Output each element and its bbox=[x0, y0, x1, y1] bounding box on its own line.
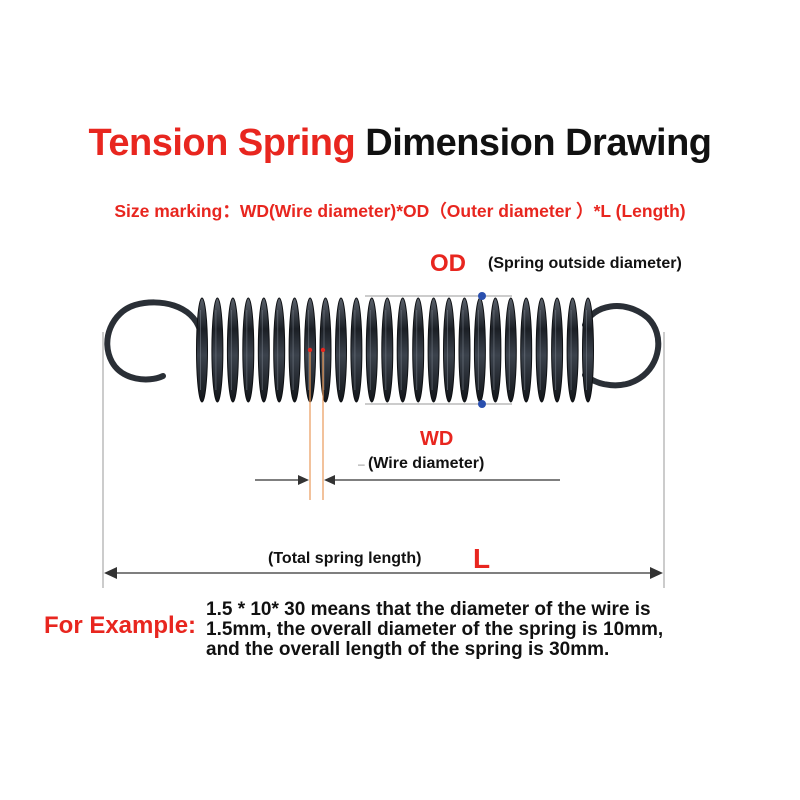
spring-coil bbox=[350, 297, 363, 403]
spring-coil bbox=[257, 297, 270, 403]
spring-coils bbox=[196, 297, 594, 403]
spring-coil bbox=[473, 297, 486, 403]
spring-coil bbox=[489, 297, 502, 403]
spring-coil bbox=[226, 297, 239, 403]
od-label: OD bbox=[430, 250, 466, 277]
example-line-2: 1.5mm, the overall diameter of the sprin… bbox=[206, 619, 664, 640]
spring-coil bbox=[196, 297, 208, 403]
spring-coil bbox=[242, 297, 255, 403]
example-label: For Example: bbox=[44, 612, 197, 639]
spring-coil bbox=[335, 297, 347, 403]
spring-coil bbox=[273, 297, 286, 403]
spring-coil bbox=[288, 297, 301, 403]
wd-right-arrowhead bbox=[324, 475, 335, 485]
wd-desc: (Wire diameter) bbox=[368, 455, 484, 472]
spring-coil bbox=[535, 297, 548, 403]
spring-coil bbox=[211, 297, 224, 403]
example-text: 1.5 * 10* 30 means that the diameter of … bbox=[206, 600, 663, 660]
spring-coil bbox=[458, 297, 471, 403]
example-line-3: and the overall length of the spring is … bbox=[206, 639, 610, 660]
right-hook bbox=[582, 303, 662, 389]
wd-dash: – bbox=[358, 457, 365, 471]
spring-coil bbox=[504, 297, 517, 403]
wd-left-arrowhead bbox=[298, 475, 309, 485]
wd-left-dot bbox=[307, 347, 313, 353]
title-black-part: Dimension Drawing bbox=[365, 122, 712, 164]
spring-coil bbox=[443, 297, 455, 403]
spring-coil bbox=[520, 297, 533, 403]
spring-coil bbox=[566, 297, 579, 403]
example-line-1: 1.5 * 10* 30 means that the diameter of … bbox=[206, 599, 651, 620]
od-desc: (Spring outside diameter) bbox=[488, 255, 682, 272]
spring-coil bbox=[365, 297, 378, 403]
wd-right-dot bbox=[320, 347, 326, 353]
length-right-arrowhead bbox=[650, 567, 663, 579]
length-label: L bbox=[473, 543, 490, 574]
spring-coil bbox=[427, 297, 440, 403]
spring-coil bbox=[551, 297, 564, 403]
length-desc: (Total spring length) bbox=[268, 550, 421, 567]
spring-coil bbox=[412, 297, 425, 403]
wd-label: WD bbox=[420, 428, 453, 450]
title-red-part: Tension Spring bbox=[88, 122, 356, 164]
od-top-dot bbox=[478, 292, 486, 300]
page-title: Tension Spring Dimension Drawing bbox=[0, 122, 800, 165]
spring-coil bbox=[381, 297, 394, 403]
od-bottom-dot bbox=[478, 400, 486, 408]
left-hook bbox=[104, 299, 203, 383]
spring-coil bbox=[396, 297, 409, 403]
size-marking-text: Size marking：WD(Wire diameter)*OD（Outer … bbox=[114, 201, 686, 221]
spring-coil bbox=[582, 297, 594, 403]
length-left-arrowhead bbox=[104, 567, 117, 579]
